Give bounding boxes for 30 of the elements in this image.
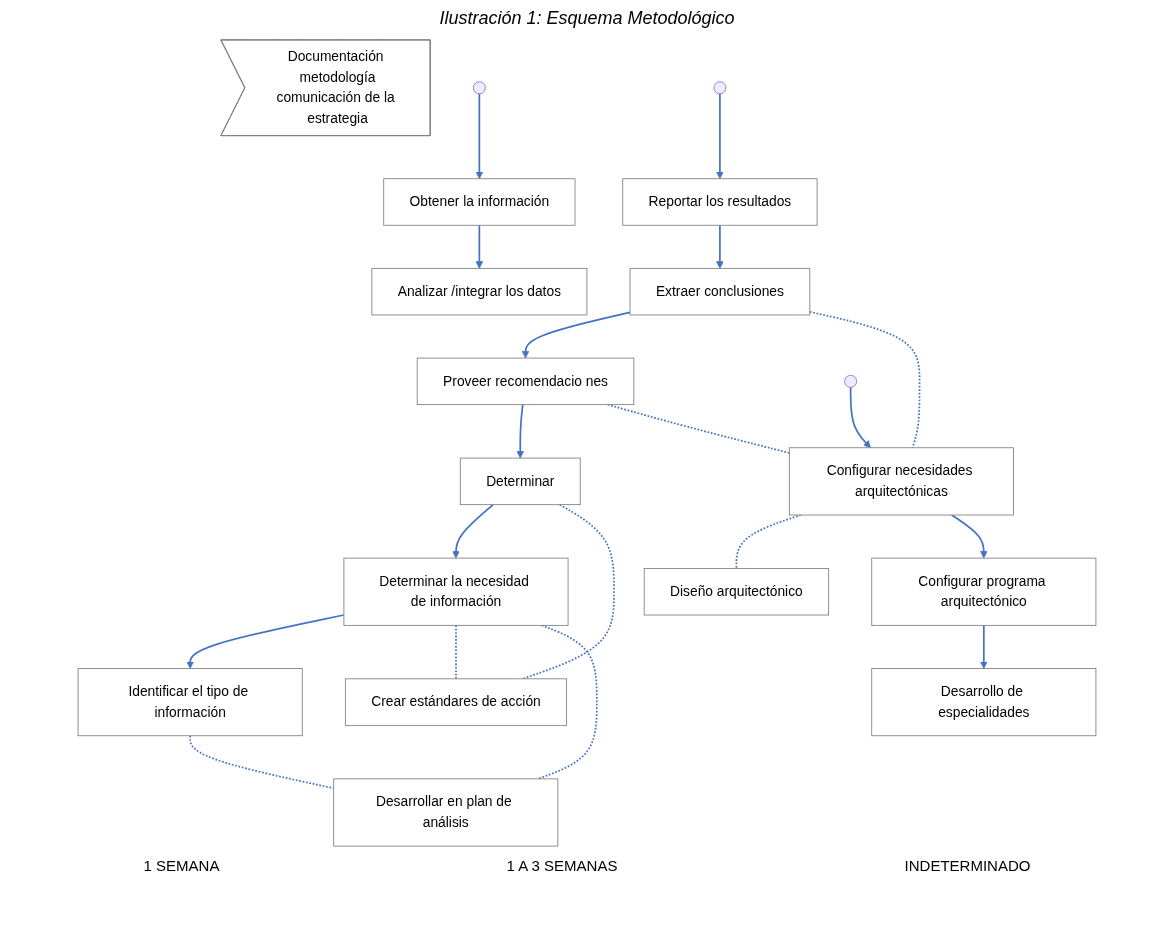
arrow [452,503,494,559]
node-box: Obtener la información [383,178,576,226]
node-box: Identificar el tipo de información [77,668,303,737]
node-box: Reportar los resultados [622,178,818,226]
arrow [475,224,484,269]
arrow [980,624,988,669]
arrow [950,514,988,559]
connector [808,311,921,449]
node-box: Configurar programa arquitectónico [871,557,1097,626]
diagram-title: Ilustración 1: Esquema Metodológico [438,8,736,29]
arrow [521,311,631,359]
node-box: Extraer conclusiones [629,267,811,316]
arrow [716,224,724,269]
phase-duration-label: INDETERMINADO [904,857,1031,874]
node-box: Diseño arquitectónico [643,568,830,616]
arrow [186,614,345,669]
node-box: Determinar [459,457,581,506]
node-box: Configurar necesidades arquitectónicas [788,447,1014,516]
phase-duration-label: 1 A 3 SEMANAS [506,857,618,874]
node-box: Desarrollar en plan de análisis [333,778,559,847]
node-box: Desarrollo de especialidades [871,668,1097,737]
node-box: Crear estándares de acción [344,678,568,726]
arrow [516,403,525,459]
phase-duration-label: 1 SEMANA [143,857,220,874]
node-box: Determinar la necesidad de información [343,557,569,626]
node-box: Proveer recomendacio nes [416,357,635,406]
node-box: Analizar /integrar los datos [371,267,588,316]
arrow [475,92,484,180]
arrow [716,92,724,180]
arrow [849,386,871,449]
